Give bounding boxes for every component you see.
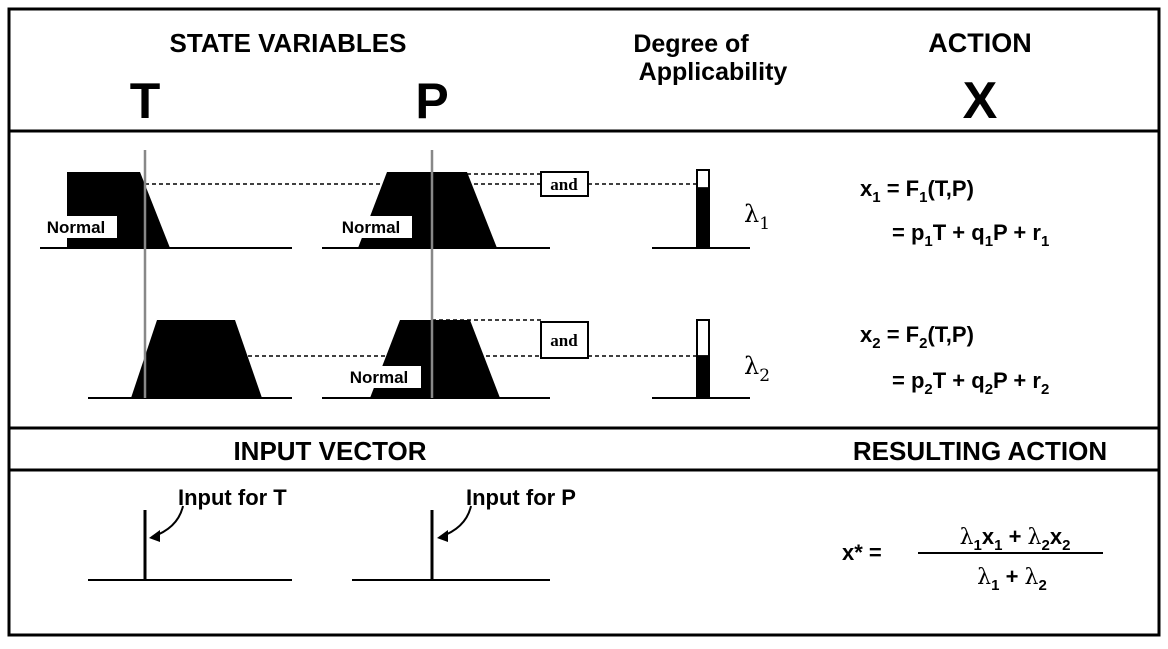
- rule2-degree-bar-fill: [697, 355, 709, 398]
- variable-p-heading: P: [415, 73, 448, 129]
- rule2-p-label-bg: [337, 366, 421, 388]
- result-lhs: x* =: [842, 540, 882, 565]
- variable-t-heading: T: [130, 73, 161, 129]
- input-t-label: Input for T: [178, 485, 287, 510]
- rule2-and-box: [540, 321, 589, 359]
- input-t-arrowhead: [149, 530, 160, 542]
- rule1-lambda: λ1: [744, 200, 770, 234]
- rule1-p-label-bg: [330, 216, 412, 238]
- input-p-label: Input for P: [466, 485, 576, 510]
- action-heading: ACTION: [928, 28, 1032, 58]
- rule1-degree-bar-fill: [697, 187, 709, 248]
- rule2-t-membership-shape: [131, 320, 262, 398]
- rule2-p-label: Normal: [350, 368, 409, 387]
- rule2-equation-line2: = p2T + q2P + r2: [892, 368, 1049, 398]
- rule-2: Normal and λ2 x2 = F2(T,P) = p2T + q2P +…: [88, 319, 1049, 399]
- rule1-and-box: [540, 171, 589, 197]
- input-p-arrowhead: [437, 530, 448, 542]
- rule1-and-operator: and: [550, 175, 578, 194]
- rule2-and-operator: and: [550, 331, 578, 350]
- rule1-t-label-bg: [35, 216, 117, 238]
- input-vector-heading: INPUT VECTOR: [233, 436, 426, 466]
- variable-x-heading: X: [963, 72, 998, 130]
- result-numerator: λ1x1 + λ2x2: [960, 524, 1071, 554]
- state-variables-heading: STATE VARIABLES: [170, 28, 407, 58]
- rule2-lambda: λ2: [744, 352, 770, 386]
- rule1-p-label: Normal: [342, 218, 401, 237]
- rule2-equation-line1: x2 = F2(T,P): [860, 322, 974, 352]
- rule1-equation-line1: x1 = F1(T,P): [860, 176, 974, 206]
- resulting-action-heading: RESULTING ACTION: [853, 436, 1107, 466]
- result-denominator: λ1 + λ2: [977, 564, 1047, 594]
- degree-heading-line2: Applicability: [639, 58, 788, 86]
- rule1-equation-line2: = p1T + q1P + r1: [892, 220, 1049, 250]
- degree-heading-line1: Degree of: [633, 30, 749, 58]
- rule1-t-label: Normal: [47, 218, 106, 237]
